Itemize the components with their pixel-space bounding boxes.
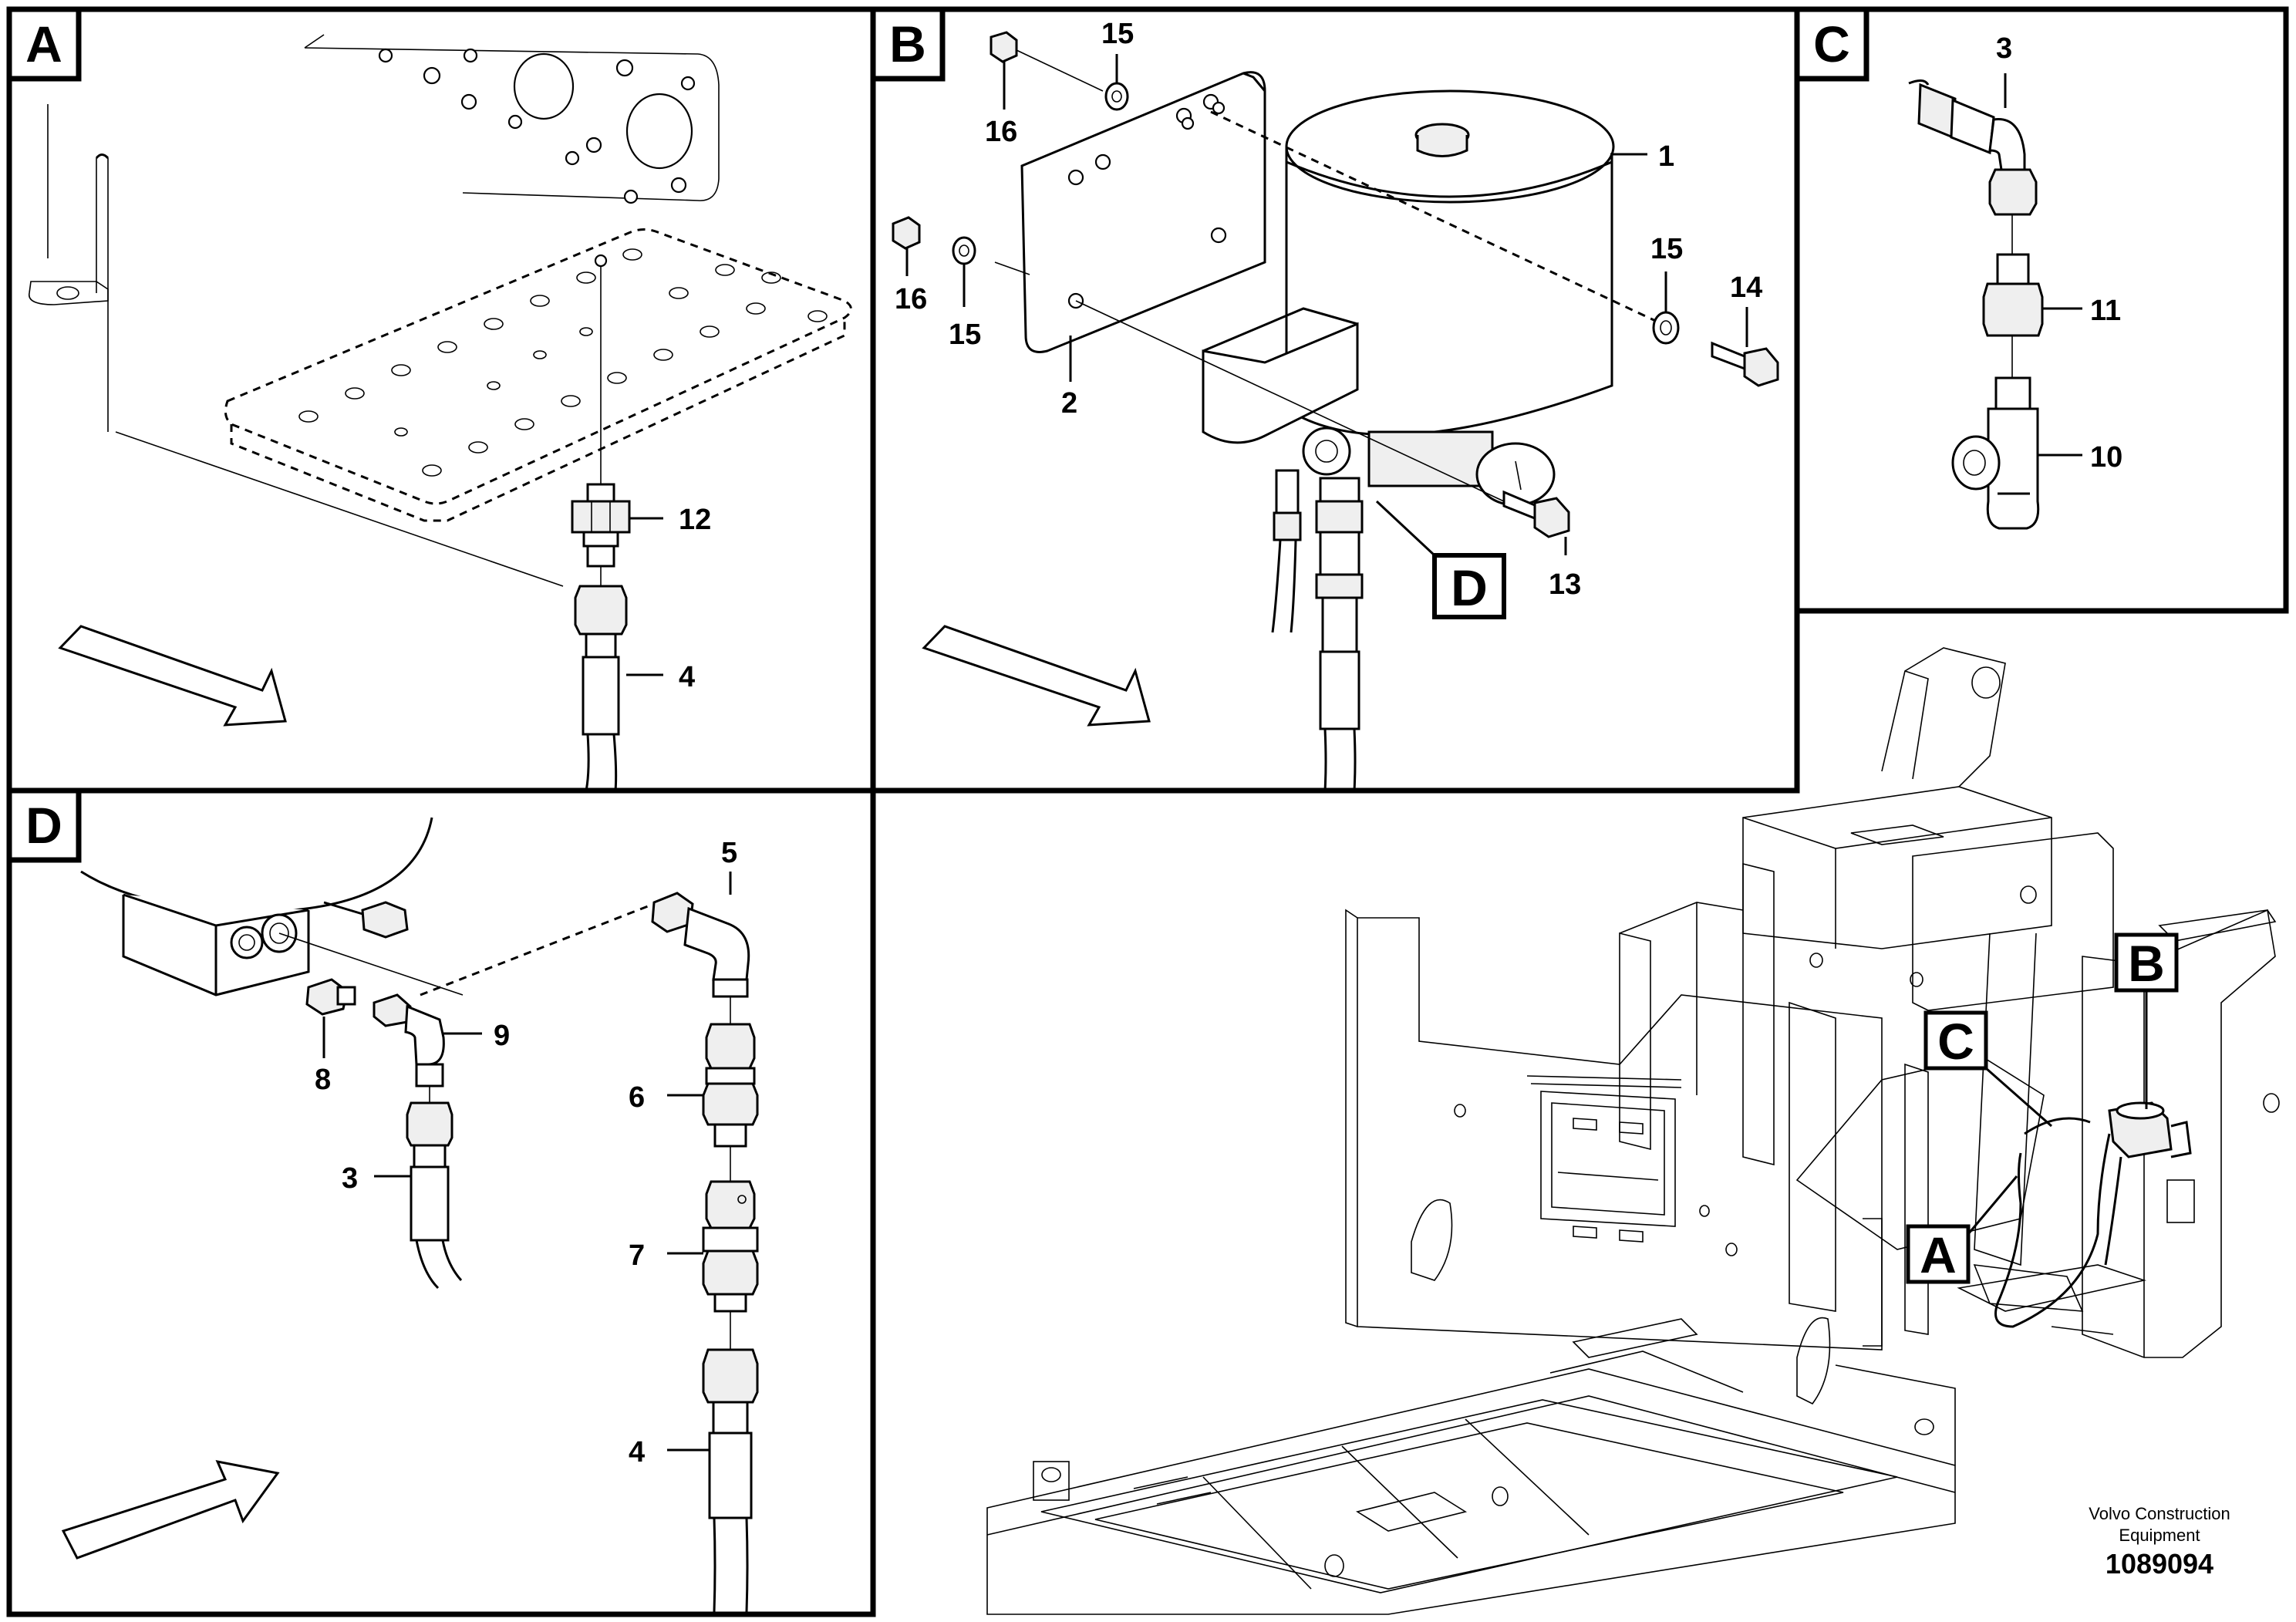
view-d-part-9: 9 (494, 1020, 510, 1052)
direction-arrow (922, 625, 1151, 727)
bolt-13 (1502, 490, 1570, 538)
view-c-part-10: 10 (2090, 441, 2122, 474)
view-b-part-2: 2 (1061, 387, 1077, 420)
view-c-label: C (1813, 15, 1850, 73)
fitting-12 (571, 483, 631, 568)
view-c: C 3 11 10 (1794, 6, 2122, 530)
view-d-label-box (6, 787, 82, 863)
coupling-6 (702, 1023, 759, 1148)
document-footer: Volvo Construction Equipment 1089094 (2089, 1504, 2230, 1580)
nut-16-top (990, 31, 1018, 63)
hose-3 (406, 1101, 463, 1290)
detail-d-callout-box (1432, 553, 1506, 619)
view-d-part-7: 7 (629, 1239, 645, 1272)
document-number: 1089094 (2106, 1548, 2213, 1580)
view-d-part-8: 8 (315, 1064, 331, 1096)
washer-15-left (952, 236, 976, 265)
view-a-part-12: 12 (679, 504, 711, 536)
view-b-label: B (889, 15, 926, 73)
elbow-9 (373, 993, 445, 1066)
view-b-part-16-top: 16 (985, 116, 1017, 148)
overview-callout-c-box (1923, 1010, 1988, 1071)
view-c-label-box (1794, 6, 1870, 82)
hose-4 (574, 585, 628, 791)
view-d-part-3: 3 (342, 1162, 358, 1195)
view-b-label-box (870, 6, 946, 82)
elbow-5 (651, 892, 750, 998)
adapter-11 (1982, 253, 2044, 337)
view-d-part-6: 6 (629, 1081, 645, 1114)
view-a-label: A (25, 15, 62, 73)
view-b-part-1: 1 (1658, 140, 1674, 173)
view-c-part-3: 3 (1996, 32, 2012, 65)
hose-4-detail (702, 1348, 759, 1613)
view-b-part-16-left: 16 (895, 283, 927, 315)
view-b: B (870, 6, 1779, 791)
overview-callouts: B C A (1906, 932, 2179, 1284)
view-c-part-11: 11 (2090, 295, 2121, 327)
view-b-part-15-top: 15 (1101, 18, 1134, 50)
view-a-label-box (6, 6, 82, 82)
view-d: D (6, 787, 759, 1613)
view-b-part-13: 13 (1549, 568, 1581, 601)
view-b-part-15-left: 15 (949, 319, 981, 351)
overview-callout-a: A (1920, 1226, 1957, 1283)
overview-callout-b: B (2128, 935, 2165, 992)
direction-arrow (61, 1459, 280, 1560)
brand-line-1: Volvo Construction (2089, 1504, 2230, 1523)
reservoir-cap (1414, 123, 1470, 157)
overview-callout-a-box (1906, 1224, 1971, 1284)
bolt-14 (1711, 341, 1779, 387)
view-d-part-5: 5 (721, 837, 737, 869)
brand-line-2: Equipment (2119, 1526, 2200, 1545)
direction-arrow (58, 625, 287, 727)
overview-machine (986, 647, 2280, 1615)
washer-15-top (1104, 82, 1129, 111)
washer-15-right (1652, 311, 1680, 345)
elbow-hose-3 (1917, 83, 2038, 216)
view-d-label: D (25, 797, 62, 854)
nipple-8 (305, 978, 356, 1016)
tee-10 (1951, 376, 2040, 530)
nut-16-left (892, 216, 921, 250)
coupling-7 (702, 1180, 759, 1313)
detail-d-callout: D (1451, 559, 1488, 616)
view-b-part-14: 14 (1730, 271, 1762, 304)
view-d-part-4: 4 (629, 1436, 645, 1469)
view-a-part-4: 4 (679, 661, 695, 693)
reservoir-hoses (1271, 469, 1364, 791)
view-a: A (6, 6, 852, 791)
view-b-part-15-right: 15 (1650, 233, 1683, 265)
panel-frames (6, 6, 2289, 1617)
overview-callout-c: C (1937, 1013, 1974, 1070)
